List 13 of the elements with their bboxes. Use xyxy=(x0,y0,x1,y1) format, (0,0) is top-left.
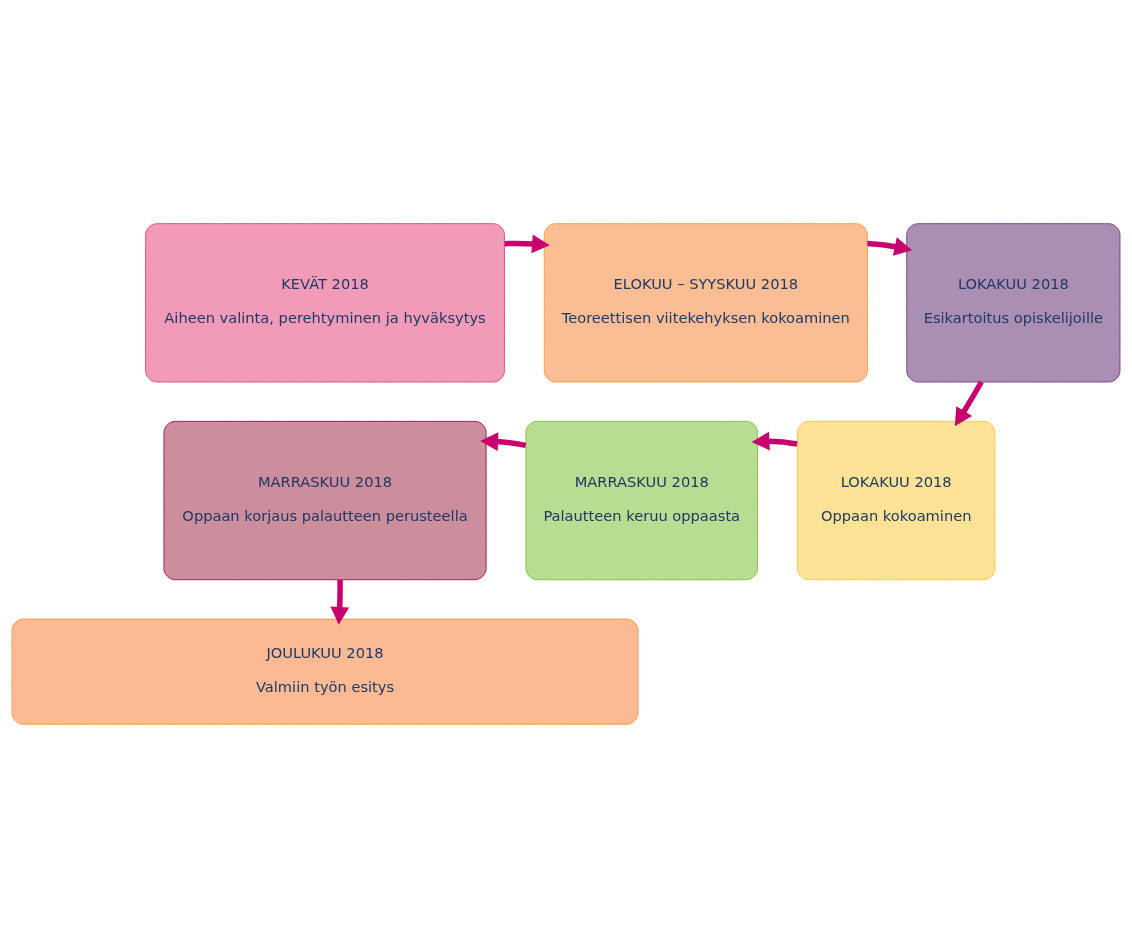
node-box: MARRASKUU 2018 Oppaan korjaus palautteen perusteella xyxy=(163,420,487,580)
arrow xyxy=(504,234,550,253)
node-box: LOKAKUU 2018 Oppaan kokoaminen xyxy=(796,420,996,580)
arrow xyxy=(954,380,984,426)
arrow xyxy=(330,579,350,625)
node-box: KEVÄT 2018 Aiheen valinta, perehtyminen ja hyväksytys xyxy=(145,222,505,382)
node-box: MARRASKUU 2018 Palautteen keruu oppaasta xyxy=(525,420,758,580)
node-box: JOULUKUU 2018 Valmiin työn esitys xyxy=(11,618,639,725)
arrow xyxy=(867,236,913,256)
arrow xyxy=(480,431,527,451)
node-box: LOKAKUU 2018 Esikartoitus opiskelijoille xyxy=(906,222,1121,382)
arrow xyxy=(751,431,798,450)
node-box: ELOKUU – SYYSKUU 2018 Teoreettisen viitekehyksen kokoaminen xyxy=(543,222,868,382)
